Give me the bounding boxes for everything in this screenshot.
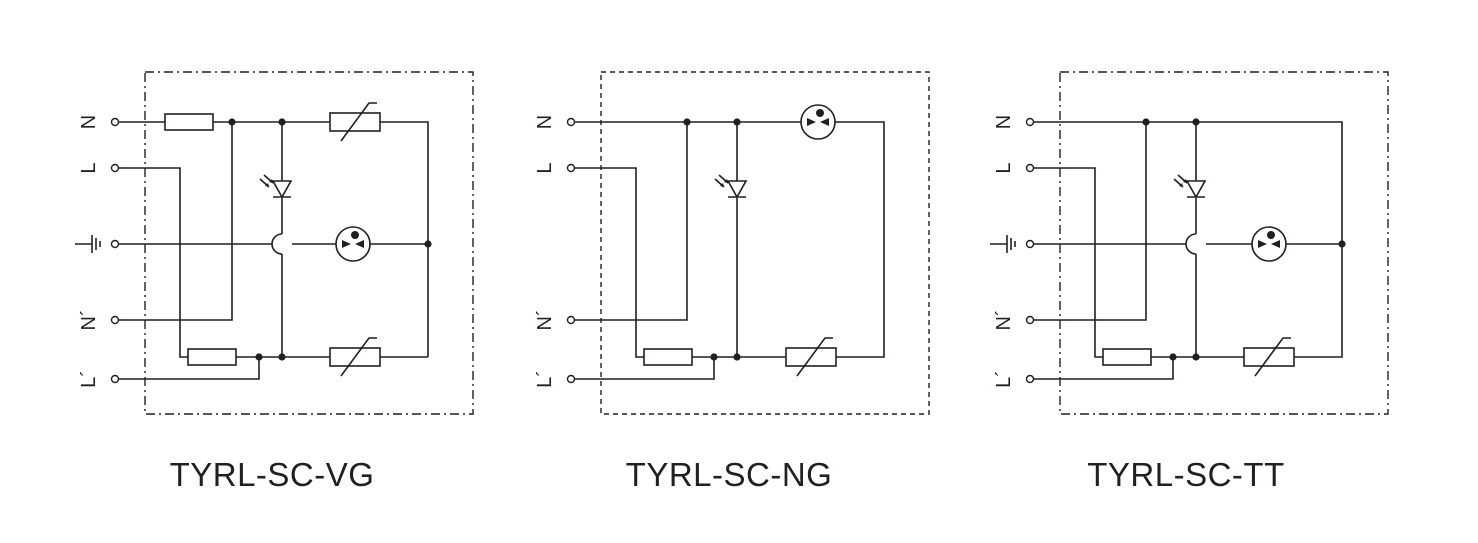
led-indicator-icon [1173, 174, 1206, 198]
terminal-label-n-prime: N´ [534, 309, 556, 330]
enclosure-outline [144, 71, 474, 415]
terminal-label-n: N [78, 115, 100, 129]
terminal-label-l: L [78, 162, 100, 173]
terminal-label-n: N [993, 115, 1015, 129]
terminal-label-n-prime: N´ [78, 309, 100, 330]
fuse-icon [1102, 348, 1152, 366]
diagram-title: TYRL-SC-VG [169, 456, 375, 493]
enclosure-outline [1059, 71, 1389, 415]
gas-discharge-tube-icon [335, 226, 371, 262]
fuse-icon [187, 348, 237, 366]
terminal-label-l: L [993, 162, 1015, 173]
ground-symbol-icon [990, 235, 1016, 253]
led-indicator-icon [714, 174, 747, 198]
diagram-tt: N L N´ L´ [993, 71, 1389, 415]
diagram-title: TYRL-SC-NG [625, 456, 833, 493]
terminal-label-n: N [534, 115, 556, 129]
terminal-label-n-prime: N´ [993, 309, 1015, 330]
led-indicator-icon [259, 174, 292, 198]
varistor-icon [785, 337, 837, 377]
terminal-label-l-prime: L´ [78, 370, 100, 388]
diagram-vg: N L N´ L´ [78, 71, 474, 415]
enclosure-outline [600, 71, 930, 415]
diagram-title: TYRL-SC-TT [1087, 456, 1285, 493]
gas-discharge-tube-icon [800, 104, 836, 140]
terminal-label-l: L [534, 162, 556, 173]
terminal-label-l-prime: L´ [993, 370, 1015, 388]
gas-discharge-tube-icon [1251, 226, 1287, 262]
fuse-icon [164, 113, 214, 131]
fuse-icon [643, 348, 693, 366]
varistor-icon [1243, 337, 1295, 377]
diagram-ng: N L N´ L´ [534, 71, 930, 415]
varistor-icon [329, 337, 381, 377]
ground-symbol-icon [75, 235, 101, 253]
varistor-icon [329, 102, 381, 142]
terminal-label-l-prime: L´ [534, 370, 556, 388]
